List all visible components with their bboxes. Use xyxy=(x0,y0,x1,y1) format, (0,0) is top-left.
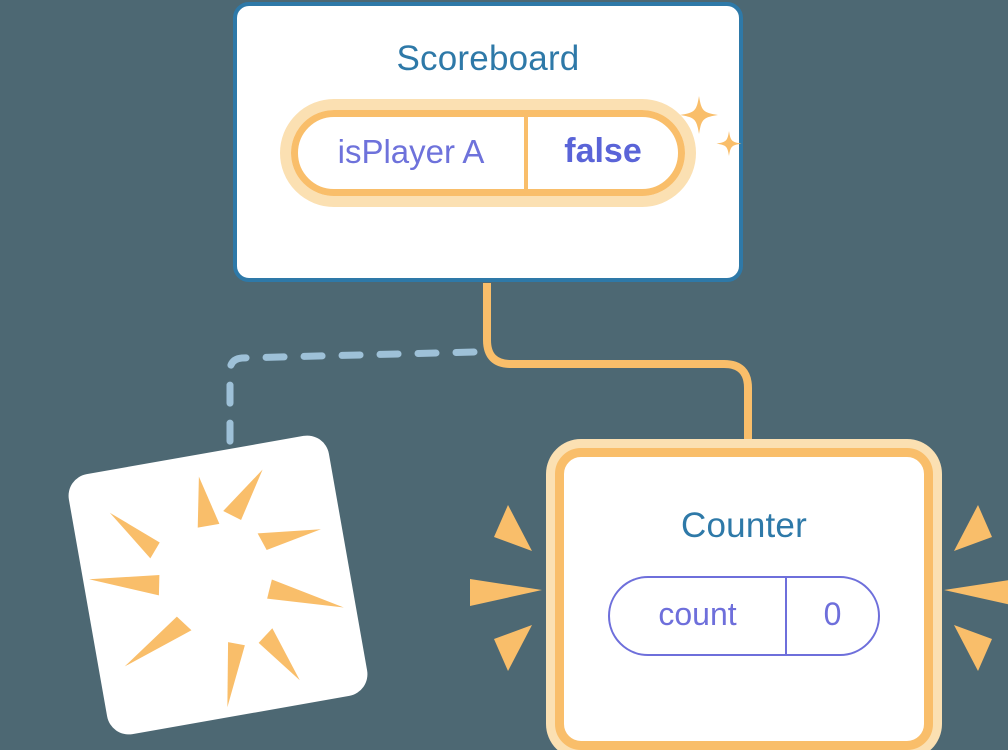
scoreboard-state-pill[interactable]: isPlayer A false xyxy=(291,109,685,196)
solid-connector-path xyxy=(483,283,752,468)
burst-rays-left-icon xyxy=(470,505,542,671)
scoreboard-title: Scoreboard xyxy=(396,39,580,78)
node-scoreboard[interactable]: Scoreboard isPlayer A false xyxy=(233,2,743,282)
burst-rays-right-icon xyxy=(944,505,1008,671)
scoreboard-state-value: false xyxy=(564,132,642,170)
node-counter[interactable]: Counter count 0 xyxy=(555,448,933,750)
flash-card-rays-icon xyxy=(89,469,344,708)
scoreboard-pill-divider xyxy=(524,116,528,189)
counter-state-key: count xyxy=(658,595,737,632)
scoreboard-state-key: isPlayer A xyxy=(337,132,485,170)
counter-state-pill[interactable]: count 0 xyxy=(608,575,880,656)
counter-title: Counter xyxy=(681,506,807,545)
scoreboard-state-pill-wrapper: isPlayer A false xyxy=(280,98,696,207)
counter-state-value: 0 xyxy=(823,595,842,632)
counter-pill-divider xyxy=(785,577,787,654)
flash-card[interactable] xyxy=(65,432,371,738)
